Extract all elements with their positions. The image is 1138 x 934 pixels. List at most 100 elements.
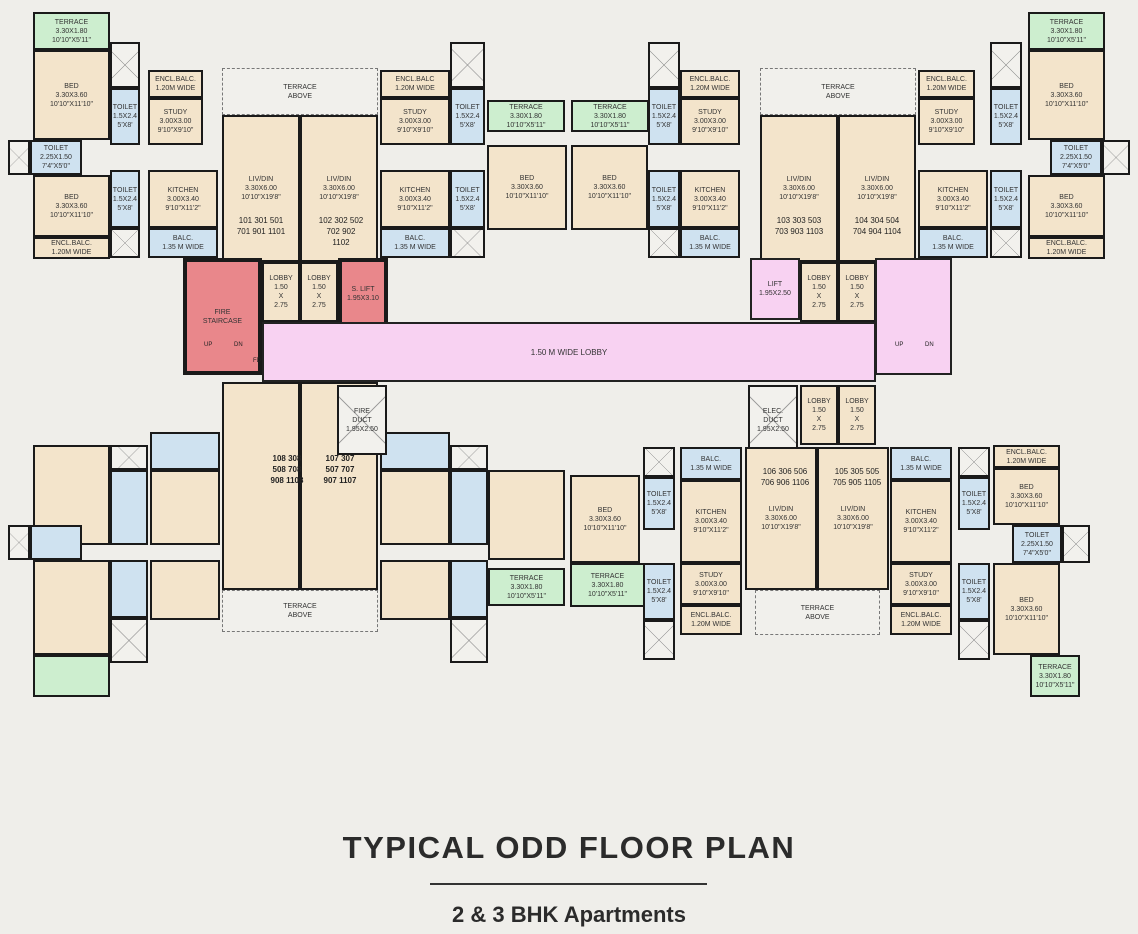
toilet: TOILET 1.5X2.4 5'X8' [110,88,140,145]
electrical-duct: ELEC. DUCT 1.95X2.50 [748,385,798,455]
terrace-above: TERRACE ABOVE [222,68,378,115]
shaft [110,618,148,663]
lobby: LOBBY 1.50 X 2.75 [800,385,838,445]
study: STUDY 3.00X3.00 9'10"X9'10" [890,563,952,605]
kitchen [380,470,450,545]
enclosed-balcony: ENCL.BALC. 1.20M WIDE [33,237,110,259]
terrace-above: TERRACE ABOVE [222,590,378,632]
utility [150,432,220,470]
study: STUDY 3.00X3.00 9'10"X9'10" [680,98,740,145]
living-dining: LIV/DIN 3.30X6.00 10'10"X19'8" [760,115,838,262]
terrace: TERRACE 3.30X1.80 10'10"X5'11" [571,100,649,132]
study: STUDY 3.00X3.00 9'10"X9'10" [148,98,203,145]
shaft [958,620,990,660]
toilet: TOILET 2.25X1.50 7'4"X5'0" [30,140,82,175]
terrace: TERRACE 3.30X1.80 10'10"X5'11" [33,12,110,50]
bedroom [150,560,220,620]
title-divider [430,883,707,885]
flat-numbers: 103 303 503 703 903 1103 [774,216,824,236]
kitchen: KITCHEN 3.00X3.40 9'10"X11'2" [148,170,218,228]
terrace: TERRACE 3.30X1.80 10'10"X5'11" [570,563,645,607]
terrace: TERRACE 3.30X1.80 10'10"X5'11" [1030,655,1080,697]
kitchen: KITCHEN 3.00X3.40 9'10"X11'2" [680,480,742,563]
bedroom: BED 3.30X3.60 10'10"X11'10" [571,145,648,230]
shaft [958,447,990,477]
plan-subtitle: 2 & 3 BHK Apartments [452,902,686,927]
bedroom: BED 3.30X3.60 10'10"X11'10" [570,475,640,563]
shaft [8,525,30,560]
utility [380,432,450,470]
flat-numbers: 104 304 504 704 904 1104 [852,216,902,236]
bedroom [488,470,565,560]
enclosed-balcony: ENCL.BALC. 1.20M WIDE [680,70,740,98]
balcony: BALC. 1.35 M WIDE [148,228,218,258]
staircase [875,258,952,375]
shaft [990,42,1022,88]
toilet [450,470,488,545]
enclosed-balcony: ENCL.BALC. 1.20M WIDE [993,445,1060,468]
fire-staircase: FIRE STAIRCASE [183,258,262,375]
toilet [450,560,488,618]
bedroom: BED 3.30X3.60 10'10"X11'10" [33,175,110,237]
toilet: TOILET 1.5X2.4 5'X8' [958,477,990,530]
bedroom: BED 3.30X3.60 10'10"X11'10" [487,145,567,230]
flat-numbers: 108 308 508 708 908 1108 [270,454,304,485]
toilet: TOILET 1.5X2.4 5'X8' [450,88,485,145]
stair-dn-label: DN [234,342,243,348]
shaft [643,447,675,477]
enclosed-balcony: ENCL.BALC. 1.20M WIDE [918,70,975,98]
lobby: LOBBY 1.50 X 2.75 [300,262,338,322]
lift: LIFT 1.95X2.50 [750,258,800,320]
shaft [8,140,30,175]
living-dining: LIV/DIN 3.30X6.00 10'10"X19'8" [222,115,300,262]
flat-numbers: 102 302 502 702 902 1102 [318,216,364,247]
living-dining [222,382,300,590]
bedroom [33,560,110,655]
toilet [110,560,148,618]
study: STUDY 3.00X3.00 9'10"X9'10" [918,98,975,145]
flat-numbers: 106 306 506 706 906 1106 [760,467,810,487]
balcony: BALC. 1.35 M WIDE [680,447,742,480]
toilet: TOILET 1.5X2.4 5'X8' [648,170,680,228]
service-lift: S. LIFT 1.95X3.10 [338,258,388,330]
balcony: BALC. 1.35 M WIDE [890,447,952,480]
living-dining: LIV/DIN 3.30X6.00 10'10"X19'8" [745,447,817,590]
study: STUDY 3.00X3.00 9'10"X9'10" [680,563,742,605]
fire-door-label: FD [253,358,261,364]
bedroom: BED 3.30X3.60 10'10"X11'10" [993,563,1060,655]
toilet: TOILET 1.5X2.4 5'X8' [990,88,1022,145]
stair-up-label: UP [895,342,904,348]
toilet: TOILET 2.25X1.50 7'4"X5'0" [1050,140,1102,175]
lobby: LOBBY 1.50 X 2.75 [800,262,838,322]
terrace-above: TERRACE ABOVE [755,590,880,635]
bedroom [380,560,450,620]
kitchen: KITCHEN 3.00X3.40 9'10"X11'2" [918,170,988,228]
terrace: TERRACE 3.30X1.80 10'10"X5'11" [1028,12,1105,50]
kitchen: KITCHEN 3.00X3.40 9'10"X11'2" [380,170,450,228]
corridor-lobby: 1.50 M WIDE LOBBY [262,322,876,382]
toilet: TOILET 2.25X1.50 7'4"X5'0" [1012,525,1062,563]
lobby: LOBBY 1.50 X 2.75 [262,262,300,322]
toilet: TOILET 1.5X2.4 5'X8' [958,563,990,620]
shaft [648,42,680,88]
balcony: BALC. 1.35 M WIDE [680,228,740,258]
shaft [1102,140,1130,175]
enclosed-balcony: ENCL.BALC. 1.20M WIDE [890,605,952,635]
toilet [110,470,148,545]
toilet: TOILET 1.5X2.4 5'X8' [450,170,485,228]
shaft [450,618,488,663]
fire-duct: FIRE DUCT 1.95X2.50 [337,385,387,455]
shaft [648,228,680,258]
enclosed-balcony: ENCL.BALC 1.20M WIDE [380,70,450,98]
toilet: TOILET 1.5X2.4 5'X8' [643,477,675,530]
floor-plan: TERRACE 3.30X1.80 10'10"X5'11"BED 3.30X3… [8,12,1130,697]
living-dining: LIV/DIN 3.30X6.00 10'10"X19'8" [838,115,916,262]
living-dining: LIV/DIN 3.30X6.00 10'10"X19'8" [817,447,889,590]
bedroom: BED 3.30X3.60 10'10"X11'10" [1028,50,1105,140]
toilet: TOILET 1.5X2.4 5'X8' [110,170,140,228]
study: STUDY 3.00X3.00 9'10"X9'10" [380,98,450,145]
kitchen: KITCHEN 3.00X3.40 9'10"X11'2" [890,480,952,563]
enclosed-balcony: ENCL.BALC. 1.20M WIDE [680,605,742,635]
balcony: BALC. 1.35 M WIDE [380,228,450,258]
toilet: TOILET 1.5X2.4 5'X8' [648,88,680,145]
